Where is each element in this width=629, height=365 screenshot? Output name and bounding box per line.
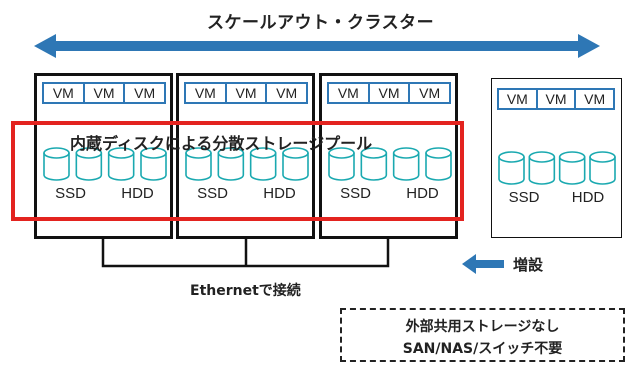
disk-cylinders bbox=[328, 147, 452, 181]
vm-group: VM VM VM bbox=[497, 88, 615, 110]
disk-cylinders bbox=[185, 147, 309, 181]
disk-cylinder-icon bbox=[43, 147, 70, 181]
add-label: 増設 bbox=[513, 256, 544, 274]
ssd-label: SSD bbox=[508, 189, 540, 206]
cluster-title: スケールアウト・クラスター bbox=[207, 13, 435, 33]
vm-box: VM bbox=[134, 85, 156, 101]
disk-cylinder-icon bbox=[217, 147, 245, 181]
hdd-label: HDD bbox=[263, 185, 296, 202]
vm-group: VM VM VM bbox=[42, 82, 166, 104]
ssd-label: SSD bbox=[197, 185, 228, 202]
note-line-1: 外部共用ストレージなし bbox=[405, 319, 560, 335]
server-node-2: VM VM VM SSD HDD bbox=[176, 73, 315, 239]
disk-labels: SSD HDD bbox=[492, 189, 620, 206]
storage-pool-title: 内蔵ディスクによる分散ストレージプール bbox=[70, 134, 373, 153]
vm-box: VM bbox=[227, 84, 268, 102]
scale-out-arrow bbox=[34, 34, 600, 58]
added-server-node: VM VM VM SSD HDD bbox=[491, 78, 622, 238]
disk-cylinder-icon bbox=[589, 151, 616, 185]
add-arrow-icon bbox=[462, 254, 504, 274]
vm-box: VM bbox=[85, 84, 126, 102]
note-line-2: SAN/NAS/スイッチ不要 bbox=[402, 341, 563, 357]
disk-labels: SSD HDD bbox=[37, 185, 171, 202]
hdd-label: HDD bbox=[121, 185, 154, 202]
vm-box: VM bbox=[44, 84, 85, 102]
vm-box: VM bbox=[370, 84, 411, 102]
ethernet-label: Ethernetで接続 bbox=[190, 283, 301, 299]
server-node-3: VM VM VM SSD HDD bbox=[319, 73, 458, 239]
disk-cylinder-icon bbox=[558, 151, 586, 185]
ssd-label: SSD bbox=[55, 185, 86, 202]
vm-box: VM bbox=[419, 85, 441, 101]
vm-box: VM bbox=[499, 90, 538, 108]
vm-box: VM bbox=[329, 84, 370, 102]
disk-labels: SSD HDD bbox=[322, 185, 456, 202]
disk-cylinder-icon bbox=[75, 147, 103, 181]
note-box: 外部共用ストレージなし SAN/NAS/スイッチ不要 bbox=[340, 308, 625, 362]
disk-cylinder-icon bbox=[185, 147, 212, 181]
disk-cylinder-icon bbox=[498, 151, 525, 185]
disk-labels: SSD HDD bbox=[179, 185, 313, 202]
disk-cylinder-icon bbox=[107, 147, 135, 181]
arrow-head-right bbox=[578, 34, 600, 58]
disk-cylinder-icon bbox=[360, 147, 388, 181]
disk-cylinder-icon bbox=[425, 147, 452, 181]
vm-group: VM VM VM bbox=[184, 82, 308, 104]
disk-cylinder-icon bbox=[328, 147, 355, 181]
arrow-head-left bbox=[34, 34, 56, 58]
disk-cylinder-icon bbox=[528, 151, 556, 185]
vm-box: VM bbox=[584, 91, 606, 107]
server-node-1: VM VM VM SSD HDD bbox=[34, 73, 173, 239]
disk-cylinder-icon bbox=[392, 147, 420, 181]
vm-box: VM bbox=[538, 90, 577, 108]
ssd-label: SSD bbox=[340, 185, 371, 202]
hdd-label: HDD bbox=[406, 185, 439, 202]
disk-cylinder-icon bbox=[249, 147, 277, 181]
hdd-label: HDD bbox=[571, 189, 605, 206]
arrow-shaft bbox=[52, 41, 582, 51]
disk-cylinders bbox=[43, 147, 167, 181]
disk-cylinders bbox=[498, 151, 616, 185]
storage-pool-outline bbox=[11, 121, 464, 221]
vm-box: VM bbox=[186, 84, 227, 102]
vm-group: VM VM VM bbox=[327, 82, 451, 104]
disk-cylinder-icon bbox=[140, 147, 167, 181]
vm-box: VM bbox=[276, 85, 298, 101]
disk-cylinder-icon bbox=[282, 147, 309, 181]
